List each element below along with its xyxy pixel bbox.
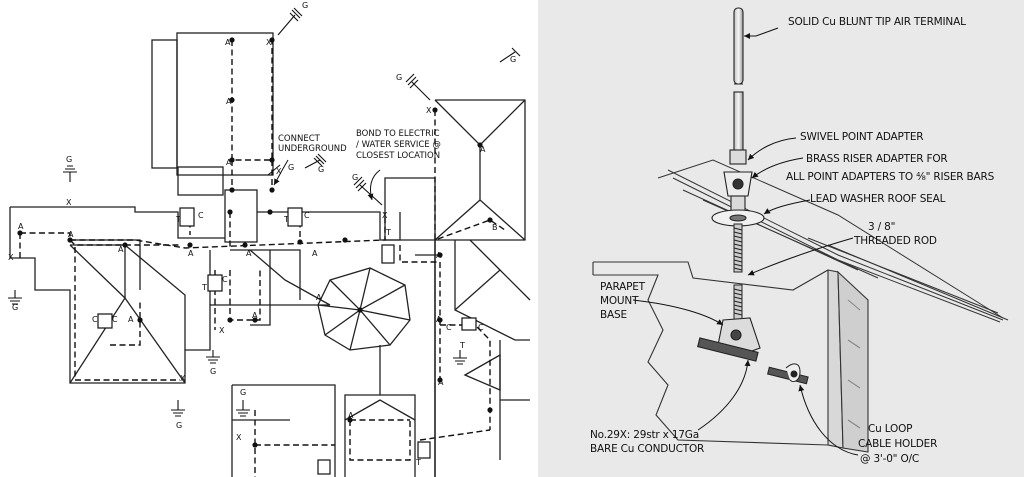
callout-bond-electric: BOND TO ELECTRIC / WATER SERVICE @ CLOSE… (356, 129, 441, 161)
label-parapet-2: MOUNT (600, 295, 639, 307)
label-conductor-2: BARE Cu CONDUCTOR (590, 443, 704, 455)
mark-a: A (128, 315, 134, 324)
mark-a: A (316, 293, 322, 302)
mark-c: C (304, 211, 310, 220)
mark-x: X (382, 211, 388, 220)
mark-c: C (222, 275, 228, 284)
mark-c: C (446, 323, 452, 332)
conductor-runs (19, 40, 506, 477)
mark-a: A (68, 230, 74, 239)
mark-g: G (66, 155, 72, 164)
label-riser-2: ALL POINT ADAPTERS TO ⁴⁄₈" RISER BARS (786, 171, 995, 183)
mark-a: A (118, 245, 124, 254)
mark-a: A (436, 251, 442, 260)
mark-t: T (283, 215, 289, 224)
mark-g: G (210, 367, 216, 376)
mark-b: B (492, 223, 498, 232)
bare-conductor (767, 363, 809, 385)
bond-line-1: BOND TO ELECTRIC (356, 129, 440, 139)
mark-x: X (219, 326, 225, 335)
mark-t: T (175, 215, 181, 224)
label-rod-2: THREADED ROD (853, 235, 937, 247)
bond-line-2: / WATER SERVICE @ (356, 140, 441, 150)
mark-a: A (348, 411, 354, 420)
callout-connect-underground: CONNECT UNDERGROUND (278, 134, 347, 154)
mark-a: A (312, 249, 318, 258)
swivel-point-adapter (723, 149, 753, 217)
detail-labels: SOLID Cu BLUNT TIP AIR TERMINAL SWIVEL P… (590, 16, 995, 465)
mark-g: G (302, 1, 308, 10)
mark-g: G (12, 303, 18, 312)
parapet-wall (592, 261, 869, 453)
mark-t: T (415, 458, 421, 467)
label-holder-1: Cu LOOP (868, 423, 912, 435)
parapet-mount-base (697, 317, 761, 362)
label-washer: LEAD WASHER ROOF SEAL (810, 193, 946, 205)
mark-x: X (66, 198, 72, 207)
label-holder-3: @ 3'-0" O/C (860, 453, 919, 465)
mark-g: G (510, 55, 516, 64)
threaded-rod (733, 223, 743, 321)
connector-boxes (97, 207, 477, 475)
roof-plan-drawing: A X A A X G G G G X A A X G A A A A T C (8, 1, 531, 477)
roof-deck (657, 159, 1009, 323)
mark-g: G (352, 173, 358, 182)
mark-a: A (252, 311, 258, 320)
mark-t: T (459, 341, 465, 350)
label-rod-1: 3 / 8" (868, 221, 895, 233)
air-terminal-detail-drawing: SOLID Cu BLUNT TIP AIR TERMINAL SWIVEL P… (590, 7, 1009, 465)
mark-a: A (188, 249, 194, 258)
lead-washer-seal (711, 209, 765, 227)
callout-leaders (273, 159, 381, 201)
bond-line-3: CLOSEST LOCATION (356, 151, 440, 161)
air-terminal-detail-panel: SOLID Cu BLUNT TIP AIR TERMINAL SWIVEL P… (538, 0, 1024, 477)
mark-a: A (246, 249, 252, 258)
mark-g: G (396, 73, 402, 82)
mark-a: A (225, 38, 231, 47)
mark-g: G (318, 165, 324, 174)
mark-a: A (436, 315, 442, 324)
mark-x: X (8, 253, 14, 262)
label-riser-1: BRASS RISER ADAPTER FOR (806, 153, 948, 165)
mark-a: A (226, 97, 232, 106)
mark-t: T (201, 283, 207, 292)
mark-c: C (112, 315, 118, 324)
mark-a: A (18, 222, 24, 231)
mark-x: X (426, 106, 432, 115)
air-terminal-rod (733, 7, 744, 153)
mark-x: X (236, 433, 242, 442)
mark-x: X (276, 167, 282, 176)
mark-c: C (198, 211, 204, 220)
mark-a: A (480, 145, 486, 154)
mark-a: A (226, 158, 232, 167)
label-conductor-1: No.29X: 29str x 17Ga (590, 429, 699, 441)
label-air-terminal: SOLID Cu BLUNT TIP AIR TERMINAL (788, 16, 966, 28)
ground-rods (8, 7, 521, 417)
label-parapet-3: BASE (600, 309, 627, 321)
building-outline (9, 32, 531, 477)
mark-t: T (385, 228, 391, 237)
label-holder-2: CABLE HOLDER (858, 438, 937, 450)
air-terminal-dots (17, 37, 493, 448)
mark-a: A (438, 378, 444, 387)
label-parapet-1: PARAPET (600, 281, 646, 293)
label-swivel: SWIVEL POINT ADAPTER (800, 131, 923, 143)
plan-marks: A X A A X G G G G X A A X G A A A A T C (8, 1, 516, 467)
connect-line-2: UNDERGROUND (278, 144, 347, 154)
roof-plan-panel: A X A A X G G G G X A A X G A A A A T C (8, 1, 531, 477)
mark-g: G (288, 163, 294, 172)
mark-c: C (478, 323, 484, 332)
mark-c: C (92, 315, 98, 324)
connect-line-1: CONNECT (278, 134, 321, 144)
mark-x: X (180, 374, 186, 383)
mark-x: X (266, 38, 272, 47)
detail-leaders (632, 27, 859, 456)
mark-g: G (240, 388, 246, 397)
mark-g: G (176, 421, 182, 430)
